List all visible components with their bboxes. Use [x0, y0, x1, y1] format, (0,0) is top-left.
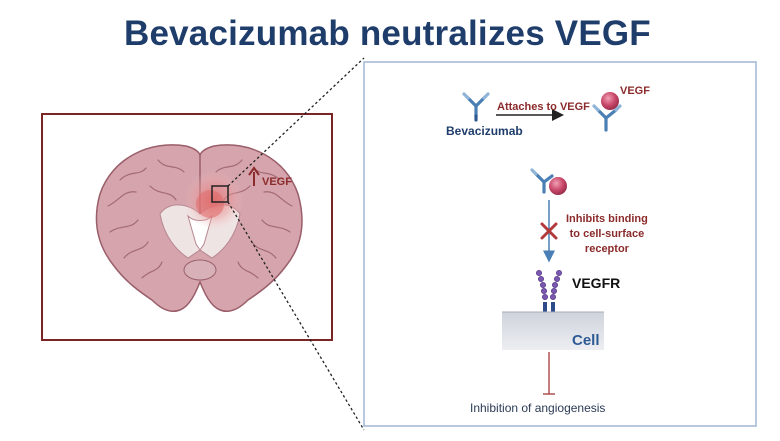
- vegf-up-arrow: [248, 166, 260, 186]
- brain-section: [95, 144, 303, 312]
- bevacizumab-label: Bevacizumab: [446, 124, 523, 138]
- brain-frame: [41, 113, 333, 341]
- inhibit-binding-line-2: to cell-surface: [569, 228, 645, 240]
- figure-title: Bevacizumab neutralizes VEGF: [124, 14, 651, 53]
- brain-vegf-label: VEGF: [262, 176, 292, 188]
- zoom-connector-bottom: [227, 201, 365, 431]
- bevacizumab-antibody-icon: [462, 92, 490, 122]
- cell-body: [502, 312, 604, 350]
- cell-label: Cell: [572, 332, 600, 349]
- attach-label: Attaches to VEGF: [497, 101, 590, 113]
- vegfr-label: VEGFR: [572, 275, 621, 291]
- detail-panel: [363, 61, 757, 427]
- zoom-box: [211, 185, 229, 203]
- zoom-connector-top: [227, 57, 365, 187]
- inhibit-binding-line-1: Inhibits binding: [566, 213, 648, 225]
- outcome-label: Inhibition of angiogenesis: [470, 401, 606, 415]
- vegf-label: VEGF: [620, 85, 650, 97]
- antibody-vegf-complex-icon: [592, 92, 622, 132]
- blocked-x-icon: [540, 222, 558, 240]
- inhibition-line: [543, 352, 555, 395]
- inhibit-binding-label: Inhibits binding to cell-surface recepto…: [566, 212, 648, 257]
- inhibit-binding-line-3: receptor: [584, 243, 629, 255]
- middle-complex-icon: [530, 168, 567, 195]
